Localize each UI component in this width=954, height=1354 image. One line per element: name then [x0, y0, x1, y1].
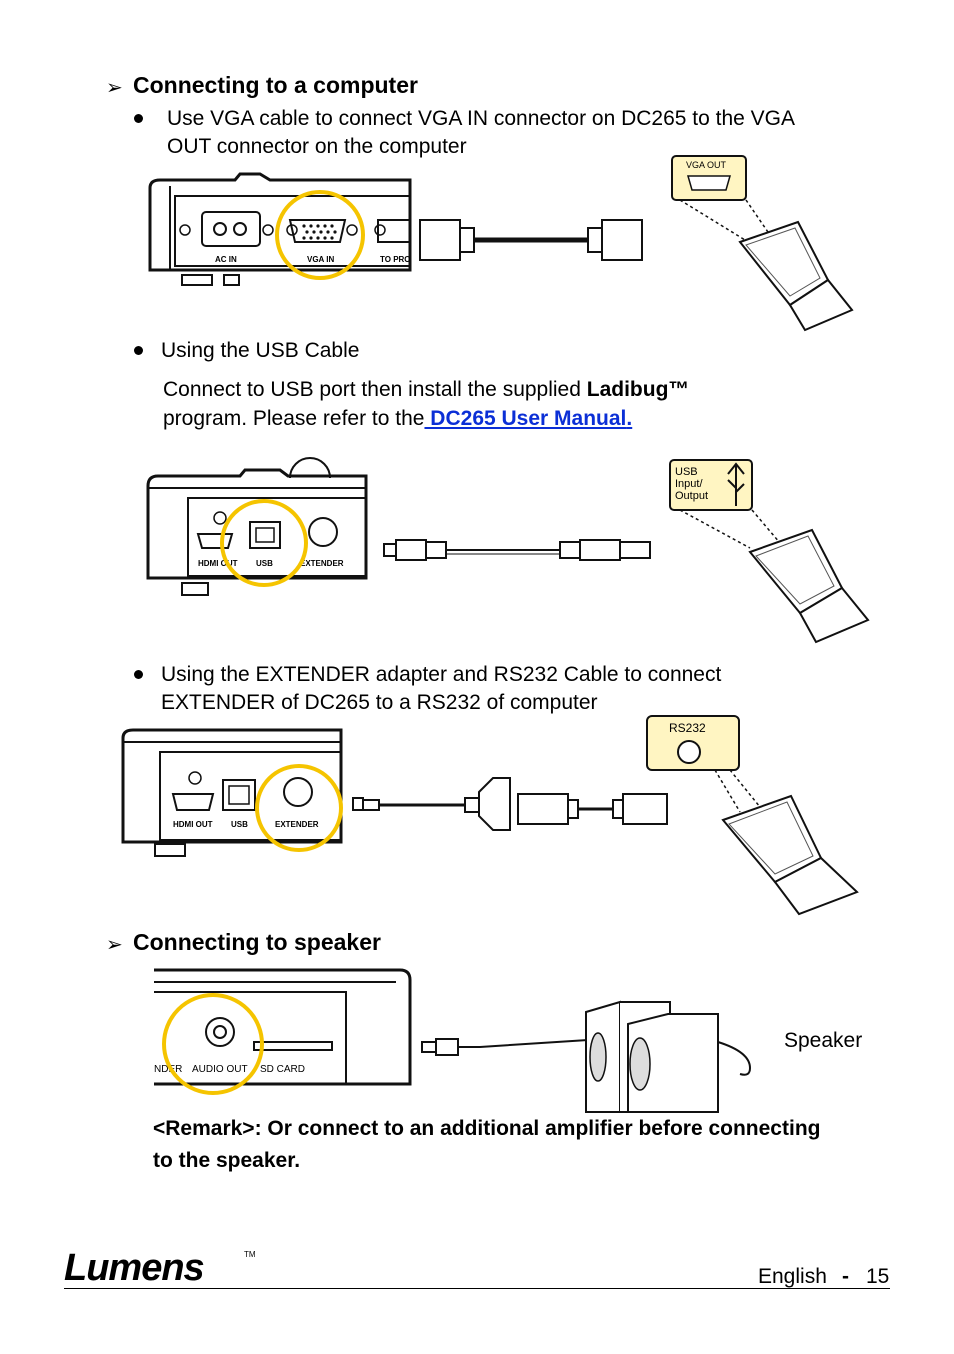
port-label-usb: USB	[231, 820, 248, 829]
rs232-callout: RS232	[646, 715, 761, 813]
heading-arrow-icon: ➢	[106, 934, 123, 956]
usb-symbol-icon	[727, 462, 745, 506]
heading-arrow-icon: ➢	[106, 77, 123, 99]
device-front-panel: NDER AUDIO OUT SD CARD	[154, 968, 412, 1095]
heading-connecting-computer: Connecting to a computer	[133, 72, 418, 98]
vga-connection-figure: AC IN VGA IN TO PRO VGA OUT	[148, 155, 854, 332]
bullet-icon	[134, 346, 143, 355]
callout-usb: USB	[675, 466, 698, 478]
footer-separator: -	[842, 1265, 849, 1288]
usb-connection-figure: HDMI OUT USB EXTENDER USB Input/ Output	[146, 457, 870, 644]
extender-connection-figure: HDMI OUT USB EXTENDER RS232	[121, 715, 859, 916]
usb-bullet-text: Using the USB Cable	[161, 339, 360, 362]
callout-input: Input/	[675, 478, 703, 490]
callout-rs232: RS232	[669, 721, 706, 735]
port-label-usb: USB	[256, 559, 273, 568]
link-period: .	[626, 407, 633, 430]
port-label-hdmi-out: HDMI OUT	[198, 559, 238, 568]
laptop-icon	[721, 794, 859, 916]
vga-instruction-line2: OUT connector on the computer	[167, 135, 467, 158]
device-rear-panel: HDMI OUT USB EXTENDER	[146, 457, 368, 596]
remark-line2: to the speaker.	[153, 1149, 301, 1172]
vga-cable	[419, 219, 643, 261]
speaker-icon	[585, 1000, 752, 1113]
usb-line1-text: Connect to USB port then install the sup…	[163, 378, 587, 401]
callout-vga-out: VGA OUT	[686, 160, 727, 170]
extender-instruction-line1: Using the EXTENDER adapter and RS232 Cab…	[161, 663, 722, 686]
port-label-ac-in: AC IN	[215, 255, 237, 264]
port-label-sd-card: SD CARD	[260, 1064, 305, 1075]
remark-line1: <Remark>: Or connect to an additional am…	[153, 1117, 821, 1140]
port-label-to-pro: TO PRO	[380, 255, 411, 264]
highlight-circle	[220, 499, 308, 587]
vga-instruction-line1: Use VGA cable to connect VGA IN connecto…	[167, 107, 796, 130]
usb-instruction-line2: program. Please refer to the DC265 User …	[163, 405, 632, 433]
laptop-icon	[738, 220, 854, 332]
usb-callout: USB Input/ Output	[669, 459, 781, 549]
footer-rule	[64, 1288, 890, 1289]
usb-line2-text: program. Please refer to the	[163, 407, 425, 430]
speaker-connection-figure: NDER AUDIO OUT SD CARD	[154, 968, 752, 1113]
user-manual-link[interactable]: DC265 User Manual	[424, 407, 627, 430]
highlight-circle	[162, 993, 264, 1095]
heading-connecting-speaker: Connecting to speaker	[133, 929, 381, 955]
highlight-circle	[275, 190, 365, 280]
footer-language: English	[758, 1265, 827, 1288]
usb-cable	[383, 539, 651, 561]
highlight-circle	[255, 764, 343, 852]
port-label-vga-in: VGA IN	[307, 255, 334, 264]
port-label-audio-out: AUDIO OUT	[192, 1064, 248, 1075]
port-label-extender: EXTENDER	[300, 559, 344, 568]
lumens-logo: Lumens	[64, 1247, 205, 1289]
page-number: 15	[866, 1265, 890, 1288]
usb-instruction-line1: Connect to USB port then install the sup…	[163, 376, 689, 404]
bullet-icon	[134, 670, 143, 679]
device-rear-panel: AC IN VGA IN TO PRO	[148, 172, 412, 286]
audio-cable	[421, 1038, 589, 1056]
bullet-icon	[134, 114, 143, 123]
port-label-nder: NDER	[154, 1064, 182, 1075]
extender-adapter-cable	[352, 777, 668, 831]
logo-trademark: TM	[244, 1250, 256, 1259]
callout-output: Output	[675, 490, 708, 502]
extender-instruction-line2: EXTENDER of DC265 to a RS232 of computer	[161, 691, 598, 714]
ladibug-name: Ladibug™	[586, 378, 690, 401]
laptop-icon	[748, 528, 870, 644]
vga-out-callout: VGA OUT	[671, 155, 771, 241]
port-label-hdmi-out: HDMI OUT	[173, 820, 213, 829]
device-rear-panel: HDMI OUT USB EXTENDER	[121, 728, 343, 857]
speaker-label: Speaker	[784, 1029, 863, 1052]
port-label-extender: EXTENDER	[275, 820, 319, 829]
